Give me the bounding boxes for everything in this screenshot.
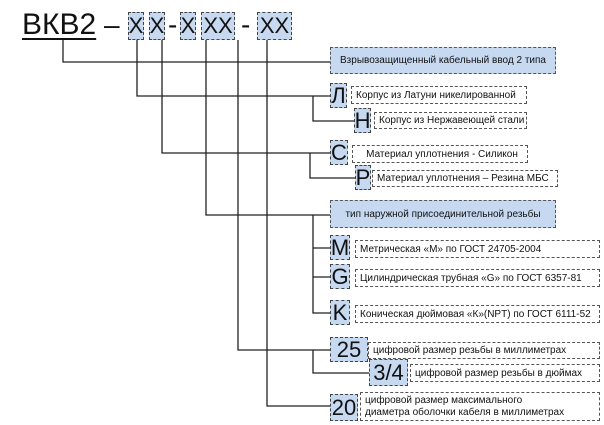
code-metric: M — [330, 234, 350, 260]
metric-text: Метрическая «М» по ГОСТ 24705-2004 — [355, 240, 600, 258]
code-brass: Л — [330, 82, 347, 108]
code-size-inch: 3/4 — [369, 359, 408, 386]
position-4: XX — [201, 12, 235, 40]
code-silicone: С — [330, 139, 348, 165]
position-5: XX — [257, 12, 292, 40]
silicone-text: Материал уплотнения - Силикон — [352, 145, 528, 163]
pipe-text: Цилиндрическая трубная «G» по ГОСТ 6357-… — [355, 269, 600, 287]
cable-text: цифровой размер максимального диаметра о… — [360, 392, 600, 421]
code-pipe: G — [330, 263, 350, 289]
position-2: X — [149, 12, 165, 40]
brass-text: Корпус из Латуни никелированной — [351, 86, 527, 104]
position-3: X — [180, 12, 196, 40]
code-conical: K — [330, 300, 350, 325]
size-inch-text: цифровой размер резьбы в дюймах — [410, 364, 600, 382]
code-steel: Н — [354, 107, 371, 133]
code-size-mm: 25 — [330, 337, 368, 362]
product-prefix: ВКВ2 — [22, 8, 97, 41]
rubber-text: Материал уплотнения – Резина МБС — [372, 170, 558, 187]
dash: – — [104, 9, 120, 40]
size-mm-text: цифровой размер резьбы в миллиметрах — [368, 342, 600, 359]
code-rubber: Р — [355, 164, 371, 190]
dash: - — [241, 9, 251, 40]
steel-text: Корпус из Нержавеющей стали — [374, 112, 527, 129]
thread-type-box: тип наружной присоединительной резьбы — [330, 200, 556, 228]
code-cable: 20 — [330, 394, 358, 421]
description-box: Взрывозащищенный кабельный ввод 2 типа — [330, 47, 556, 74]
conical-text: Коническая дюймовая «К»(NPT) по ГОСТ 611… — [355, 305, 600, 323]
dash: - — [168, 9, 178, 40]
position-1: X — [128, 12, 144, 40]
